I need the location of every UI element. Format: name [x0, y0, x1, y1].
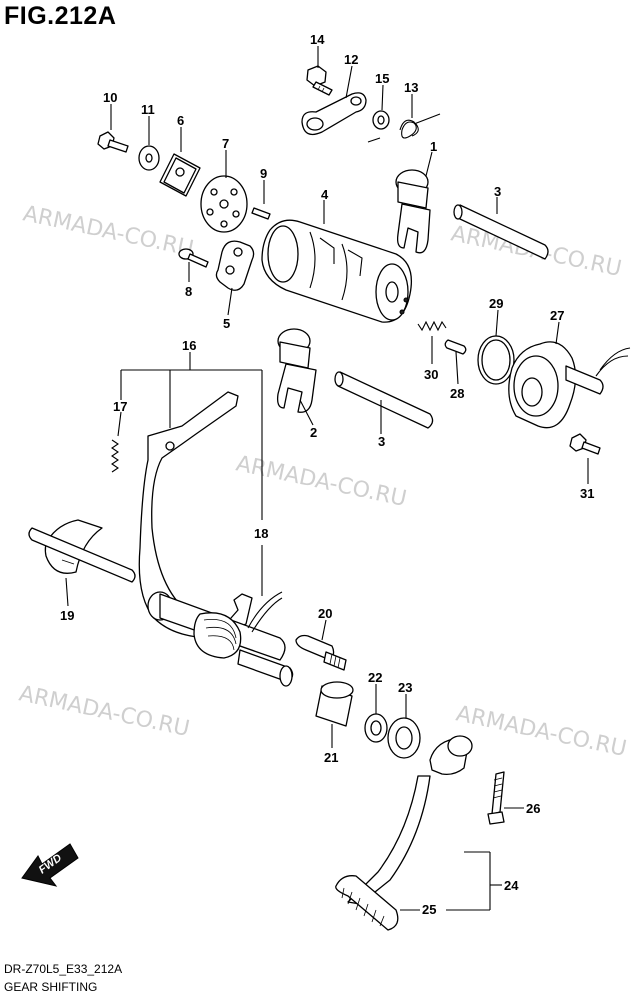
callout-15: 15 [375, 71, 389, 86]
callout-29: 29 [489, 296, 503, 311]
part-9-pin [251, 207, 271, 220]
part-7-cam-plate [200, 175, 248, 233]
part-26-bolt [487, 771, 505, 825]
callout-17: 17 [113, 399, 127, 414]
part-21-collar [315, 681, 354, 727]
part-6-stopper-plate [159, 153, 201, 197]
callout-18: 18 [254, 526, 268, 541]
callout-5: 5 [223, 316, 230, 331]
callout-13: 13 [404, 80, 418, 95]
part-2-shift-fork [276, 328, 317, 413]
callout-24: 24 [504, 878, 519, 893]
group-title: GEAR SHIFTING [4, 980, 98, 994]
watermark-4: ARMADA-CO.RU [17, 681, 192, 742]
part-15-washer [372, 110, 390, 130]
part-31-screw [569, 433, 601, 455]
part-29-o-ring [477, 335, 515, 385]
part-24-gearshift-lever [347, 735, 473, 905]
part-30-spring [417, 320, 447, 332]
part-18-gearshift-shaft [138, 391, 294, 687]
part-22-washer [364, 713, 388, 743]
part-3-fork-shaft-lower [334, 371, 434, 429]
diagram-code: DR-Z70L5_E33_212A [4, 962, 123, 976]
callout-4: 4 [321, 187, 329, 202]
part-10-bolt [97, 131, 129, 153]
part-8-screw [178, 248, 209, 268]
part-4-gearshift-cam [261, 219, 413, 323]
callout-16: 16 [182, 338, 196, 353]
callout-22: 22 [368, 670, 382, 685]
part-3-fork-shaft-upper [453, 204, 549, 260]
callout-12: 12 [344, 52, 358, 67]
callout-26: 26 [526, 801, 540, 816]
part-5-guide-plate [215, 240, 255, 291]
callout-1: 1 [430, 139, 437, 154]
part-20-bolt [295, 634, 347, 671]
callout-21: 21 [324, 750, 338, 765]
part-13-spring [367, 113, 441, 143]
watermark-1: ARMADA-CO.RU [21, 201, 196, 262]
callout-27: 27 [550, 308, 564, 323]
callout-8: 8 [185, 284, 192, 299]
fwd-arrow: FWD [21, 843, 79, 887]
callout-25: 25 [422, 902, 436, 917]
callout-6: 6 [177, 113, 184, 128]
callout-10: 10 [103, 90, 117, 105]
part-23-oil-seal [387, 717, 421, 759]
callout-11: 11 [141, 102, 155, 117]
watermark-3: ARMADA-CO.RU [234, 451, 409, 512]
part-11-washer [138, 145, 160, 171]
callout-7: 7 [222, 136, 229, 151]
part-14-bolt [306, 65, 333, 96]
callout-20: 20 [318, 606, 332, 621]
figure-title: FIG.212A [4, 2, 117, 30]
part-27-neutral-switch [508, 341, 631, 429]
callout-2: 2 [310, 425, 317, 440]
part-17-spring [111, 439, 119, 473]
callout-31: 31 [580, 486, 594, 501]
callout-14: 14 [310, 32, 325, 47]
callout-3-upper: 3 [494, 184, 501, 199]
callout-3-lower: 3 [378, 434, 385, 449]
callout-9: 9 [260, 166, 267, 181]
callout-labels: 1 2 3 3 4 5 6 7 8 9 10 11 12 13 14 15 16… [60, 32, 594, 917]
part-25-lever-rubber [335, 875, 399, 931]
callout-28: 28 [450, 386, 464, 401]
callout-30: 30 [424, 367, 438, 382]
part-19-shaft-assembly [28, 519, 136, 583]
callout-19: 19 [60, 608, 74, 623]
leader-lines [65, 46, 589, 911]
callout-23: 23 [398, 680, 412, 695]
part-12-shift-arm [301, 92, 367, 136]
watermark-5: ARMADA-CO.RU [454, 701, 629, 762]
part-28-plunger [444, 339, 467, 355]
part-1-shift-fork [395, 169, 431, 254]
